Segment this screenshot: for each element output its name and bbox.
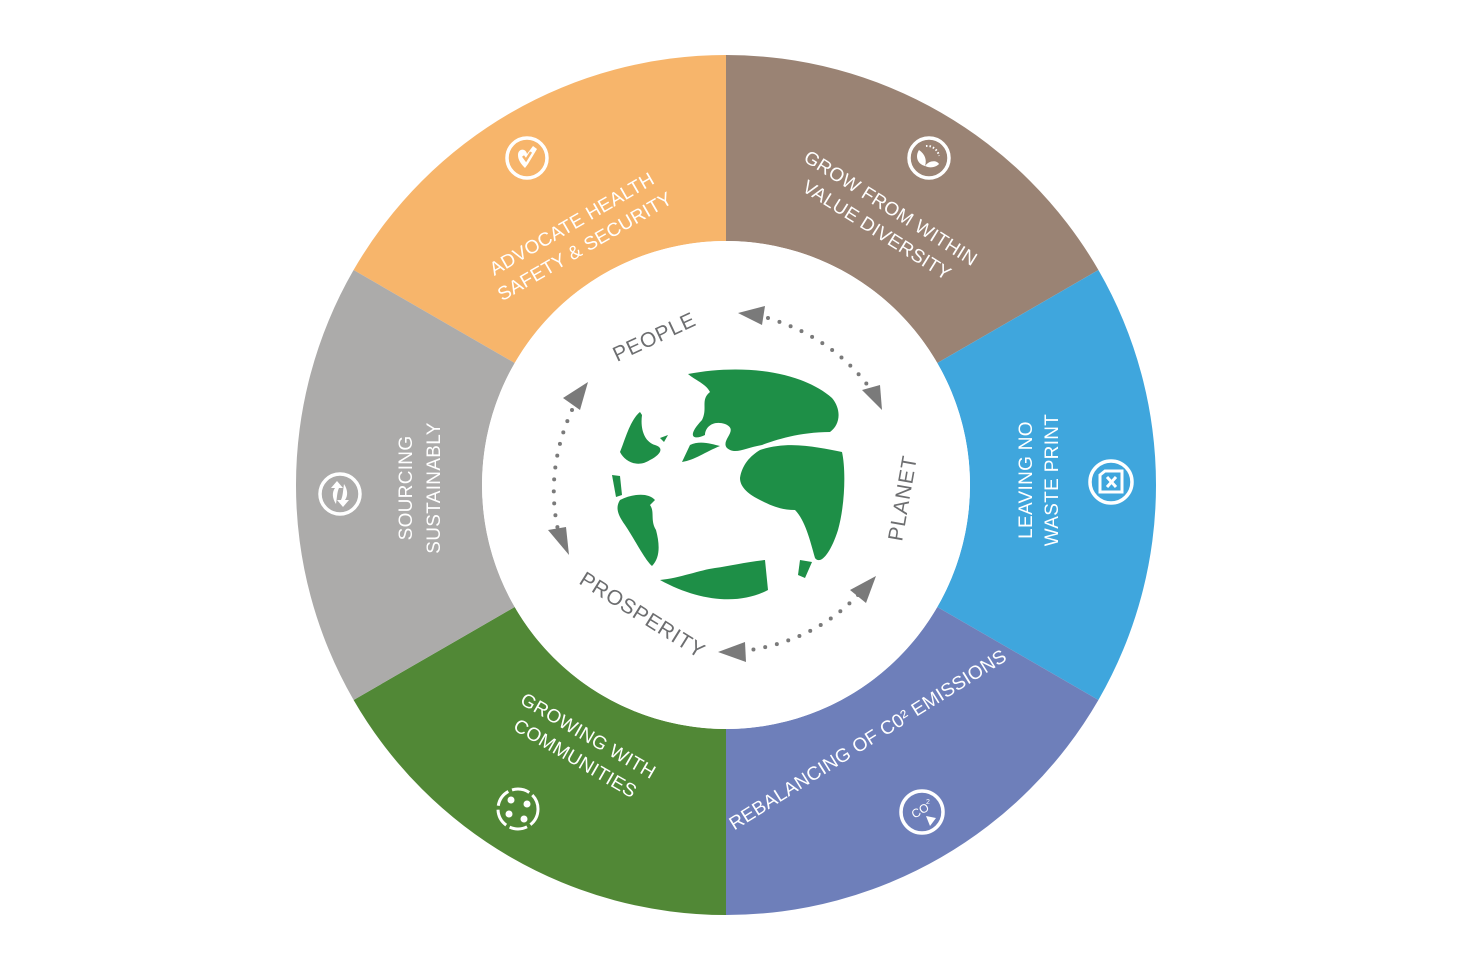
recycle-arrows-icon — [318, 472, 362, 516]
arrow-prosperity-people — [548, 382, 588, 555]
segment-waste — [937, 270, 1157, 700]
segment-grow-wedge — [726, 55, 1099, 363]
segment-grow — [726, 55, 1099, 363]
arrow-planet-prosperity — [718, 576, 876, 662]
label-waste-line1: LEAVING NO — [1016, 421, 1037, 539]
segment-waste-wedge — [937, 270, 1157, 700]
arrow-people-planet — [738, 306, 882, 410]
segment-sourcing — [295, 270, 515, 700]
label-waste-line2: WASTE PRINT — [1042, 414, 1063, 547]
sprout-growth-icon — [907, 136, 951, 180]
label-sourcing-line2: SUSTAINABLY — [424, 422, 445, 553]
segment-communities-wedge — [353, 607, 726, 915]
waste-box-x-icon — [1088, 459, 1134, 505]
label-sourcing-line1: SOURCING — [396, 436, 417, 541]
community-circle-icon — [496, 787, 540, 831]
globe-icon — [608, 364, 845, 600]
svg-text:2: 2 — [926, 799, 930, 806]
segment-sourcing-wedge — [295, 270, 515, 700]
heart-check-icon — [505, 136, 549, 180]
segment-communities — [353, 607, 726, 915]
segment-co2 — [726, 607, 1099, 915]
segment-health — [353, 55, 726, 363]
segment-health-wedge — [353, 55, 726, 363]
segment-co2-wedge — [726, 607, 1099, 915]
